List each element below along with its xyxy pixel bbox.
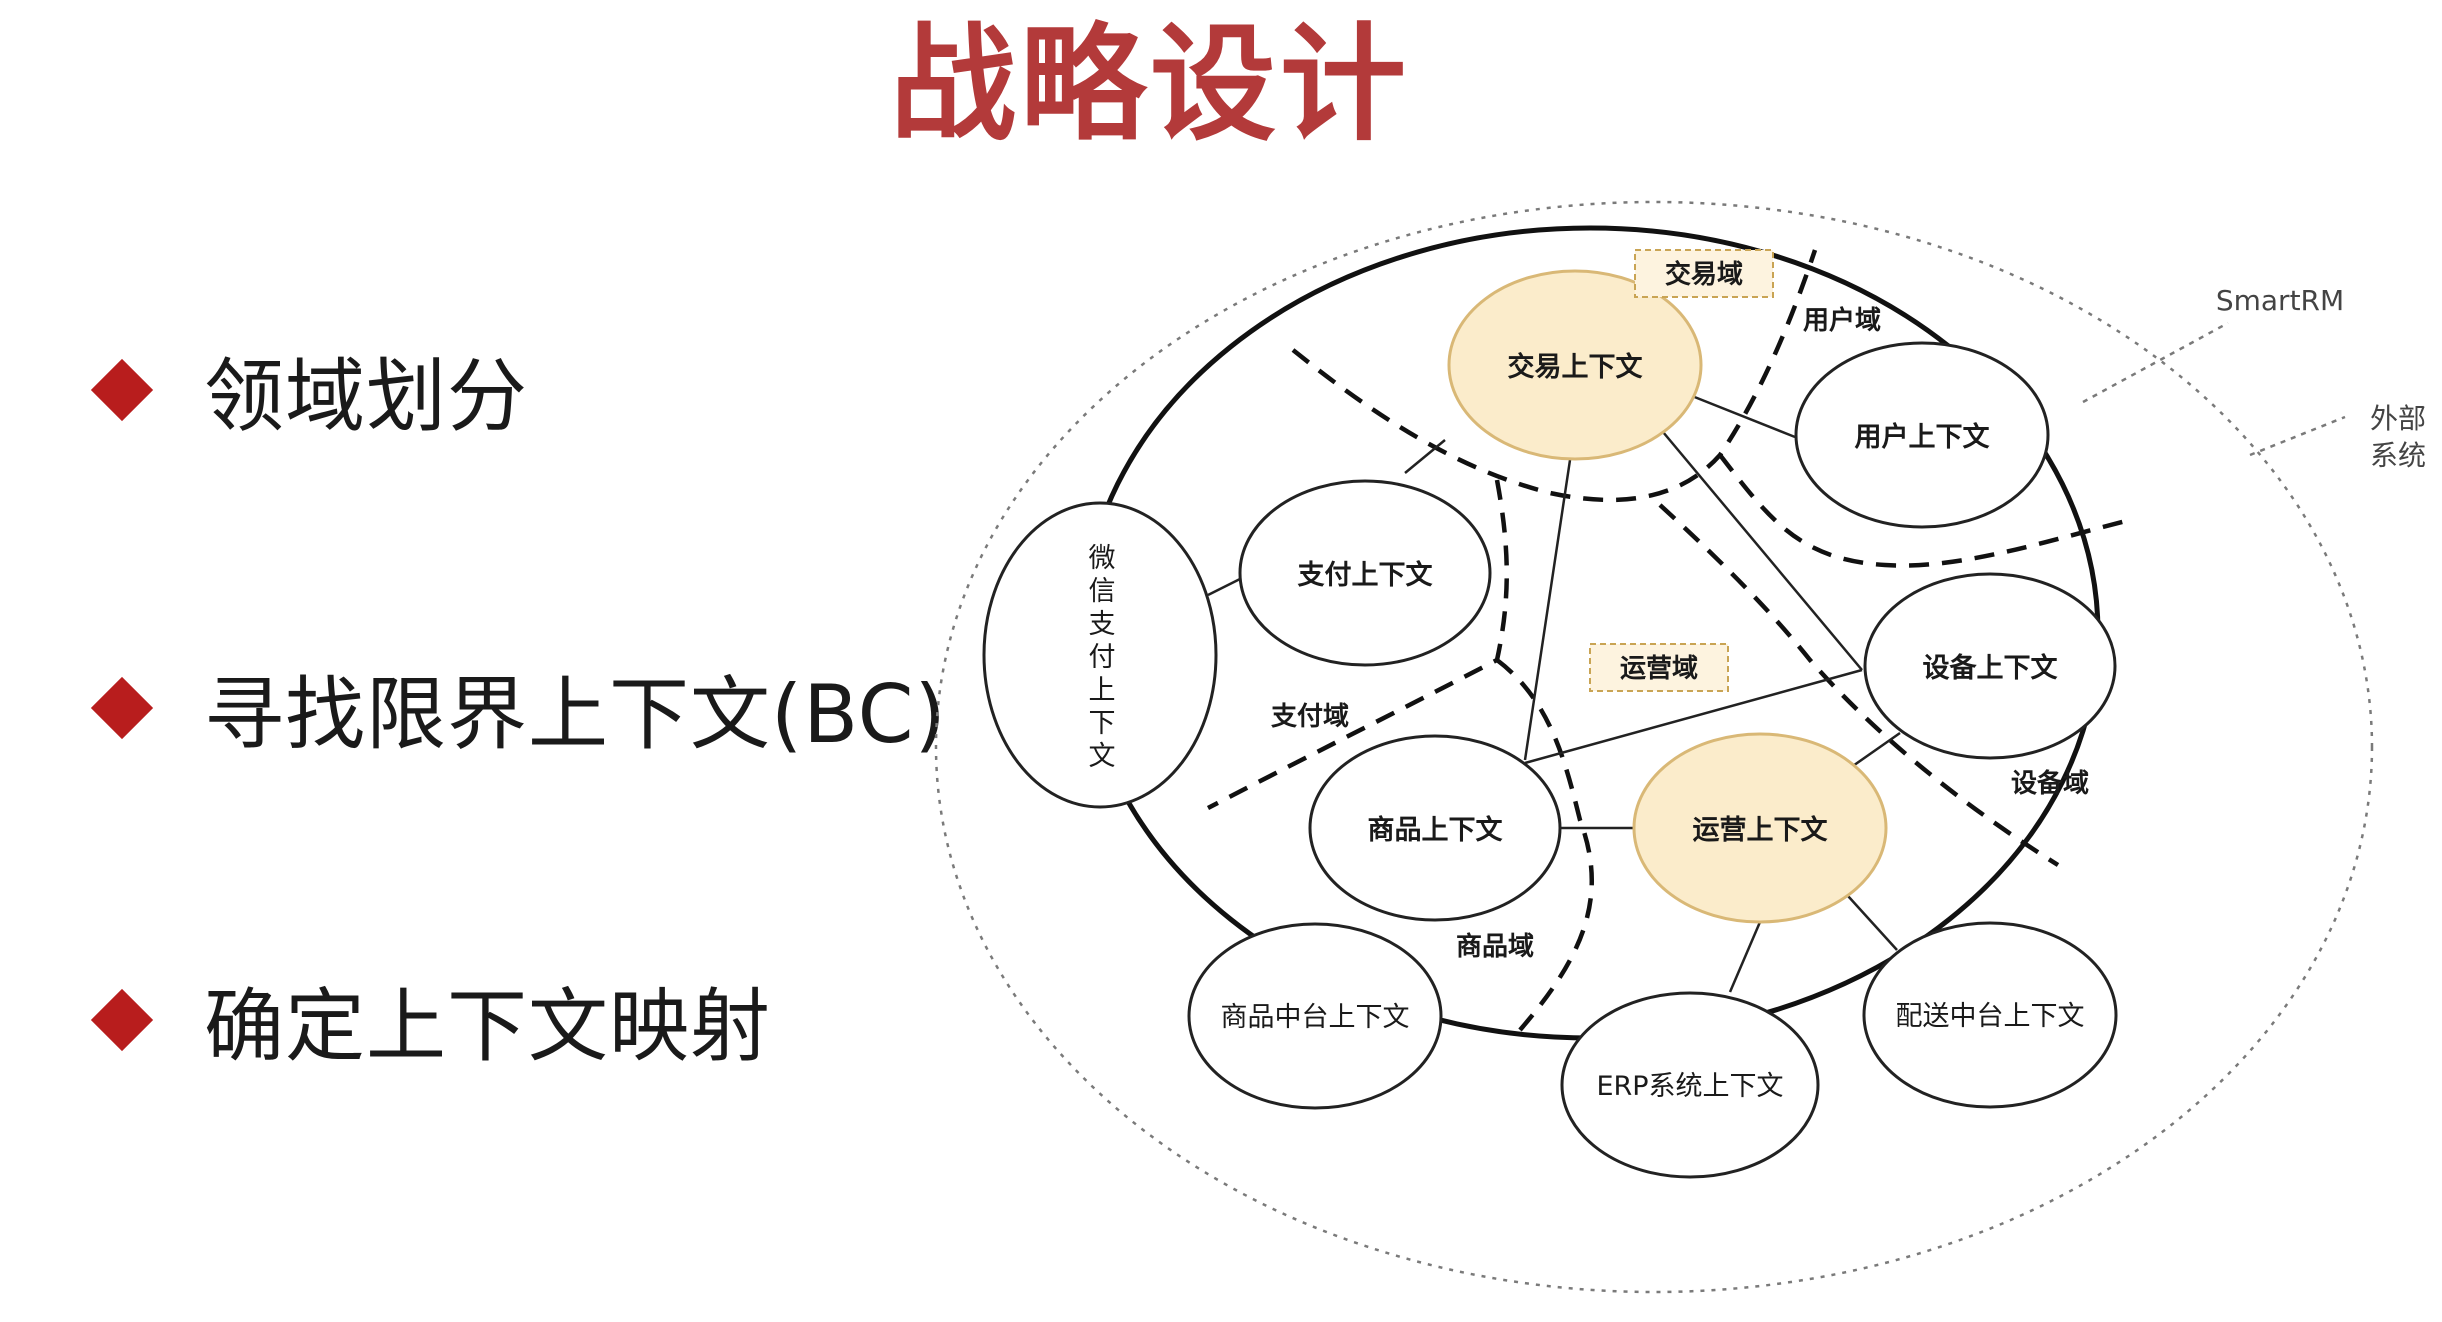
payment-context: 支付上下文 <box>1238 479 1492 667</box>
slide-title: 战略设计 <box>890 11 1410 158</box>
svg-text:付: 付 <box>1089 642 1116 673</box>
domain-label-trade: 交易域 <box>1665 259 1743 290</box>
domain-label-product: 商品域 <box>1456 931 1534 962</box>
external-system-pointer <box>2249 415 2346 457</box>
wechat-pay-context <box>982 501 1218 809</box>
smartrm-pointer <box>2082 321 2229 404</box>
operation-context-label: 运营上下文 <box>1693 814 1829 846</box>
product-context-label: 商品上下文 <box>1368 814 1504 846</box>
user-context: 用户上下文 <box>1794 341 2050 529</box>
device-context-label: 设备上下文 <box>1923 652 2059 684</box>
domain-label-user: 用户域 <box>1803 305 1881 336</box>
operation-context: 运营上下文 <box>1632 732 1888 924</box>
product-platform-context: 商品中台上下文 <box>1187 922 1443 1110</box>
svg-text:上: 上 <box>1089 675 1116 706</box>
svg-text:支: 支 <box>1089 609 1116 640</box>
domain-label-device: 设备域 <box>2011 769 2089 799</box>
product-platform-context-label: 商品中台上下文 <box>1221 1002 1410 1033</box>
trade-context: 交易上下文 <box>1447 269 1703 461</box>
device-context: 设备上下文 <box>1863 572 2117 760</box>
payment-context-label: 支付上下文 <box>1298 559 1434 591</box>
product-context: 商品上下文 <box>1308 734 1562 922</box>
delivery-platform-context-label: 配送中台上下文 <box>1896 1001 2085 1032</box>
bullet-text: 确定上下文映射 <box>204 980 771 1073</box>
svg-text:信: 信 <box>1089 576 1116 607</box>
svg-text:下: 下 <box>1089 708 1116 739</box>
bullet-item-domain-division: 领域划分 <box>90 335 528 445</box>
trade-context-label: 交易上下文 <box>1508 351 1644 383</box>
erp-context: ERP系统上下文 <box>1560 991 1820 1179</box>
external-system-annotation-line2: 系统 <box>2370 439 2426 472</box>
bullet-item-context-mapping: 确定上下文映射 <box>90 965 771 1075</box>
delivery-platform-context: 配送中台上下文 <box>1862 921 2118 1109</box>
domain-separators <box>1206 249 2131 1032</box>
bullet-item-bounded-context: 寻找限界上下文(BC) <box>90 653 947 763</box>
erp-context-label: ERP系统上下文 <box>1596 1071 1783 1102</box>
external-system-annotation-line1: 外部 <box>2370 402 2426 435</box>
svg-text:文: 文 <box>1089 741 1116 772</box>
user-context-label: 用户上下文 <box>1855 421 1991 453</box>
domain-label-payment: 支付域 <box>1271 702 1349 732</box>
domain-tag-trade: 交易域 <box>1634 249 1774 298</box>
domain-tag-operation: 运营域 <box>1589 643 1729 692</box>
smartrm-annotation: SmartRM <box>2216 284 2344 317</box>
domain-label-operation: 运营域 <box>1620 654 1698 684</box>
bullet-text: 寻找限界上下文(BC) <box>204 668 947 761</box>
wechat-pay-context-label: 微 信 支 付 上 下 文 <box>1089 543 1116 772</box>
svg-text:微: 微 <box>1089 543 1116 574</box>
external-systems-boundary <box>934 200 2374 1294</box>
bullet-text: 领域划分 <box>204 350 528 443</box>
